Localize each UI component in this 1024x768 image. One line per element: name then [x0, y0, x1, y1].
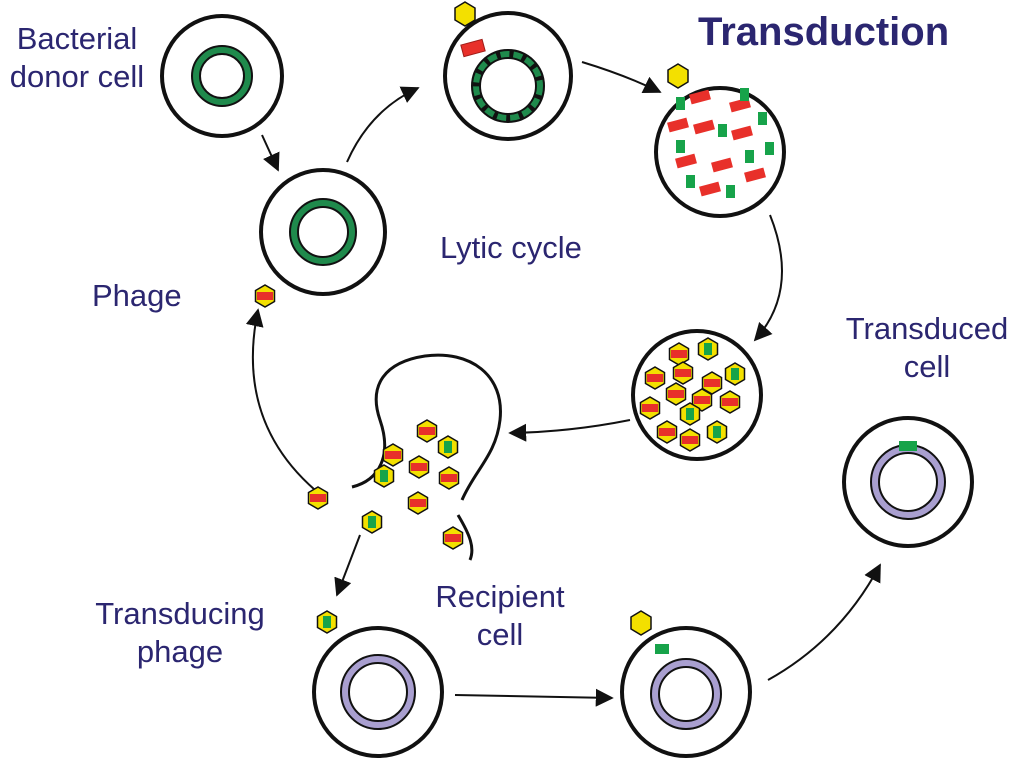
arrow-to-transduced	[767, 563, 881, 681]
transduced-cell	[842, 416, 974, 548]
phage-icon	[656, 420, 678, 444]
arrow-to-replicating	[346, 86, 420, 163]
assembled-phages-cell	[631, 329, 763, 461]
transducing-phage-icon	[437, 435, 459, 459]
phage-icon	[672, 361, 694, 385]
label-line: donor cell	[9, 59, 145, 94]
fragmented-cell	[654, 86, 786, 218]
phage-icon	[382, 443, 404, 467]
attached-phage-icon	[454, 1, 476, 27]
phage-icon	[668, 342, 690, 366]
released-phage-group	[361, 419, 464, 550]
donor-cell	[160, 14, 284, 138]
phage-icon	[719, 390, 741, 414]
phage-icon	[408, 455, 430, 479]
label-phage: Phage	[92, 278, 182, 313]
diagram-title: Transduction	[698, 10, 950, 54]
label-transduced-cell: Transduced cell	[845, 311, 1009, 384]
phage-icon	[438, 466, 460, 490]
transducing-phage-icon	[373, 464, 395, 488]
arrow-donor-to-infected	[261, 134, 280, 172]
phage-icon	[254, 284, 276, 308]
attached-phage-icon	[667, 63, 689, 89]
label-transducing-phage: Transducing phage	[95, 596, 265, 669]
phage-icon	[639, 396, 661, 420]
transducing-phage-icon	[679, 402, 701, 426]
phage-icon	[691, 388, 713, 412]
arrow-to-lysis	[508, 419, 631, 442]
recipient-cell	[312, 626, 444, 758]
arrow-to-transducing-phage	[334, 534, 361, 597]
infected-recipient-cell	[620, 626, 752, 758]
label-line: Bacterial	[16, 21, 138, 56]
label-bacterial-donor-cell: Bacterial donor cell	[2, 20, 152, 96]
arrow-to-fragmented	[581, 61, 662, 94]
injected-phage-dna	[460, 38, 486, 58]
phage-icon	[679, 428, 701, 452]
cycle-arrows	[245, 61, 881, 707]
phage-icon	[307, 486, 329, 510]
transducing-phage-icon	[724, 362, 746, 386]
arrow-back-to-donor	[245, 308, 316, 491]
integrated-donor-gene	[899, 441, 917, 451]
infected-donor-cell	[259, 168, 387, 296]
assembled-phage-group	[639, 337, 746, 452]
transducing-phage-icon	[316, 610, 338, 634]
transducing-phage-icon	[706, 420, 728, 444]
phage-icon	[407, 491, 429, 515]
transducing-phage-icon	[361, 510, 383, 534]
arrow-to-assembled	[753, 214, 783, 342]
label-lytic-cycle: Lytic cycle	[440, 230, 582, 265]
phage-icon	[442, 526, 464, 550]
phage-icon	[416, 419, 438, 443]
transducing-phage-icon	[697, 337, 719, 361]
lysing-cell	[351, 353, 502, 561]
free-phage-group	[254, 284, 338, 634]
phage-icon	[644, 366, 666, 390]
replicating-cell	[443, 11, 573, 141]
attached-phage-icon	[630, 610, 652, 636]
label-recipient-cell: Recipient cell	[435, 579, 565, 652]
arrow-to-infected-recipient	[454, 688, 614, 707]
phage-icon	[665, 382, 687, 406]
injected-donor-fragment	[655, 644, 669, 654]
